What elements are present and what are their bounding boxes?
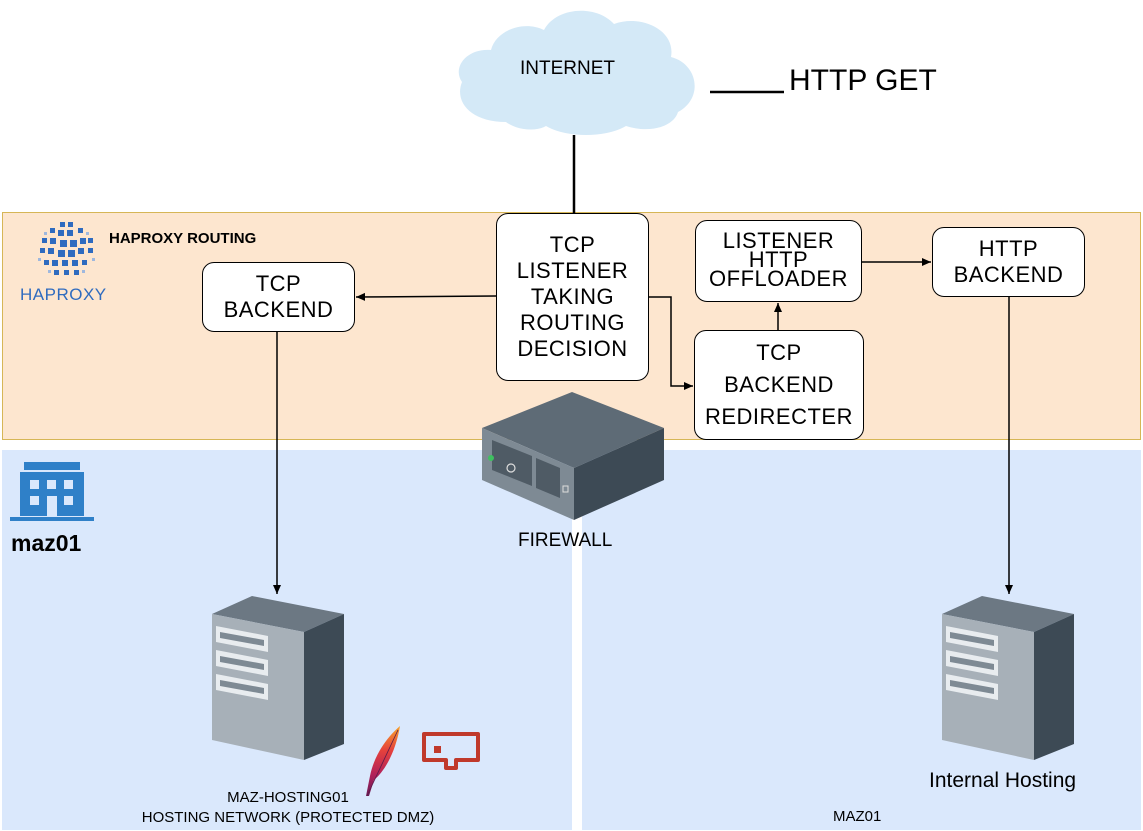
tcp-backend-box[interactable]: TCP BACKEND — [202, 262, 355, 332]
server-icon — [212, 596, 344, 760]
dmz-server-label: MAZ-HOSTING01 HOSTING NETWORK (PROTECTED… — [141, 789, 435, 826]
internal-server-label: Internal Hosting — [929, 769, 1077, 792]
haproxy-logo-text: HAPROXY — [20, 285, 107, 304]
maz-zone-name: MAZ01 — [833, 808, 882, 825]
http-backend-box[interactable]: HTTP BACKEND — [932, 227, 1085, 297]
cloud-icon — [458, 10, 695, 135]
haproxy-zone-title: HAPROXY ROUTING — [109, 230, 257, 247]
haproxy-logo-icon — [38, 222, 95, 275]
arrow-listener-to-redirecter — [649, 296, 693, 390]
arrow-listener-to-tcp-backend — [355, 292, 497, 301]
firewall-label: FIREWALL — [518, 530, 613, 551]
legend-label: HTTP GET — [789, 64, 937, 97]
listener-http-offloader-box[interactable]: LISTENER HTTP OFFLOADER — [695, 220, 862, 302]
firewall-icon — [482, 392, 664, 520]
dmz-zone-name: maz01 — [11, 530, 82, 556]
console-icon — [422, 732, 480, 770]
cloud-label: INTERNET — [520, 58, 615, 79]
server-icon — [942, 596, 1074, 760]
tcp-backend-redirecter-box[interactable]: TCP BACKEND REDIRECTER — [694, 330, 864, 440]
apache-feather-icon — [366, 726, 400, 797]
tcp-listener-box[interactable]: TCP LISTENER TAKING ROUTING DECISION — [496, 213, 649, 381]
building-icon — [10, 462, 94, 521]
